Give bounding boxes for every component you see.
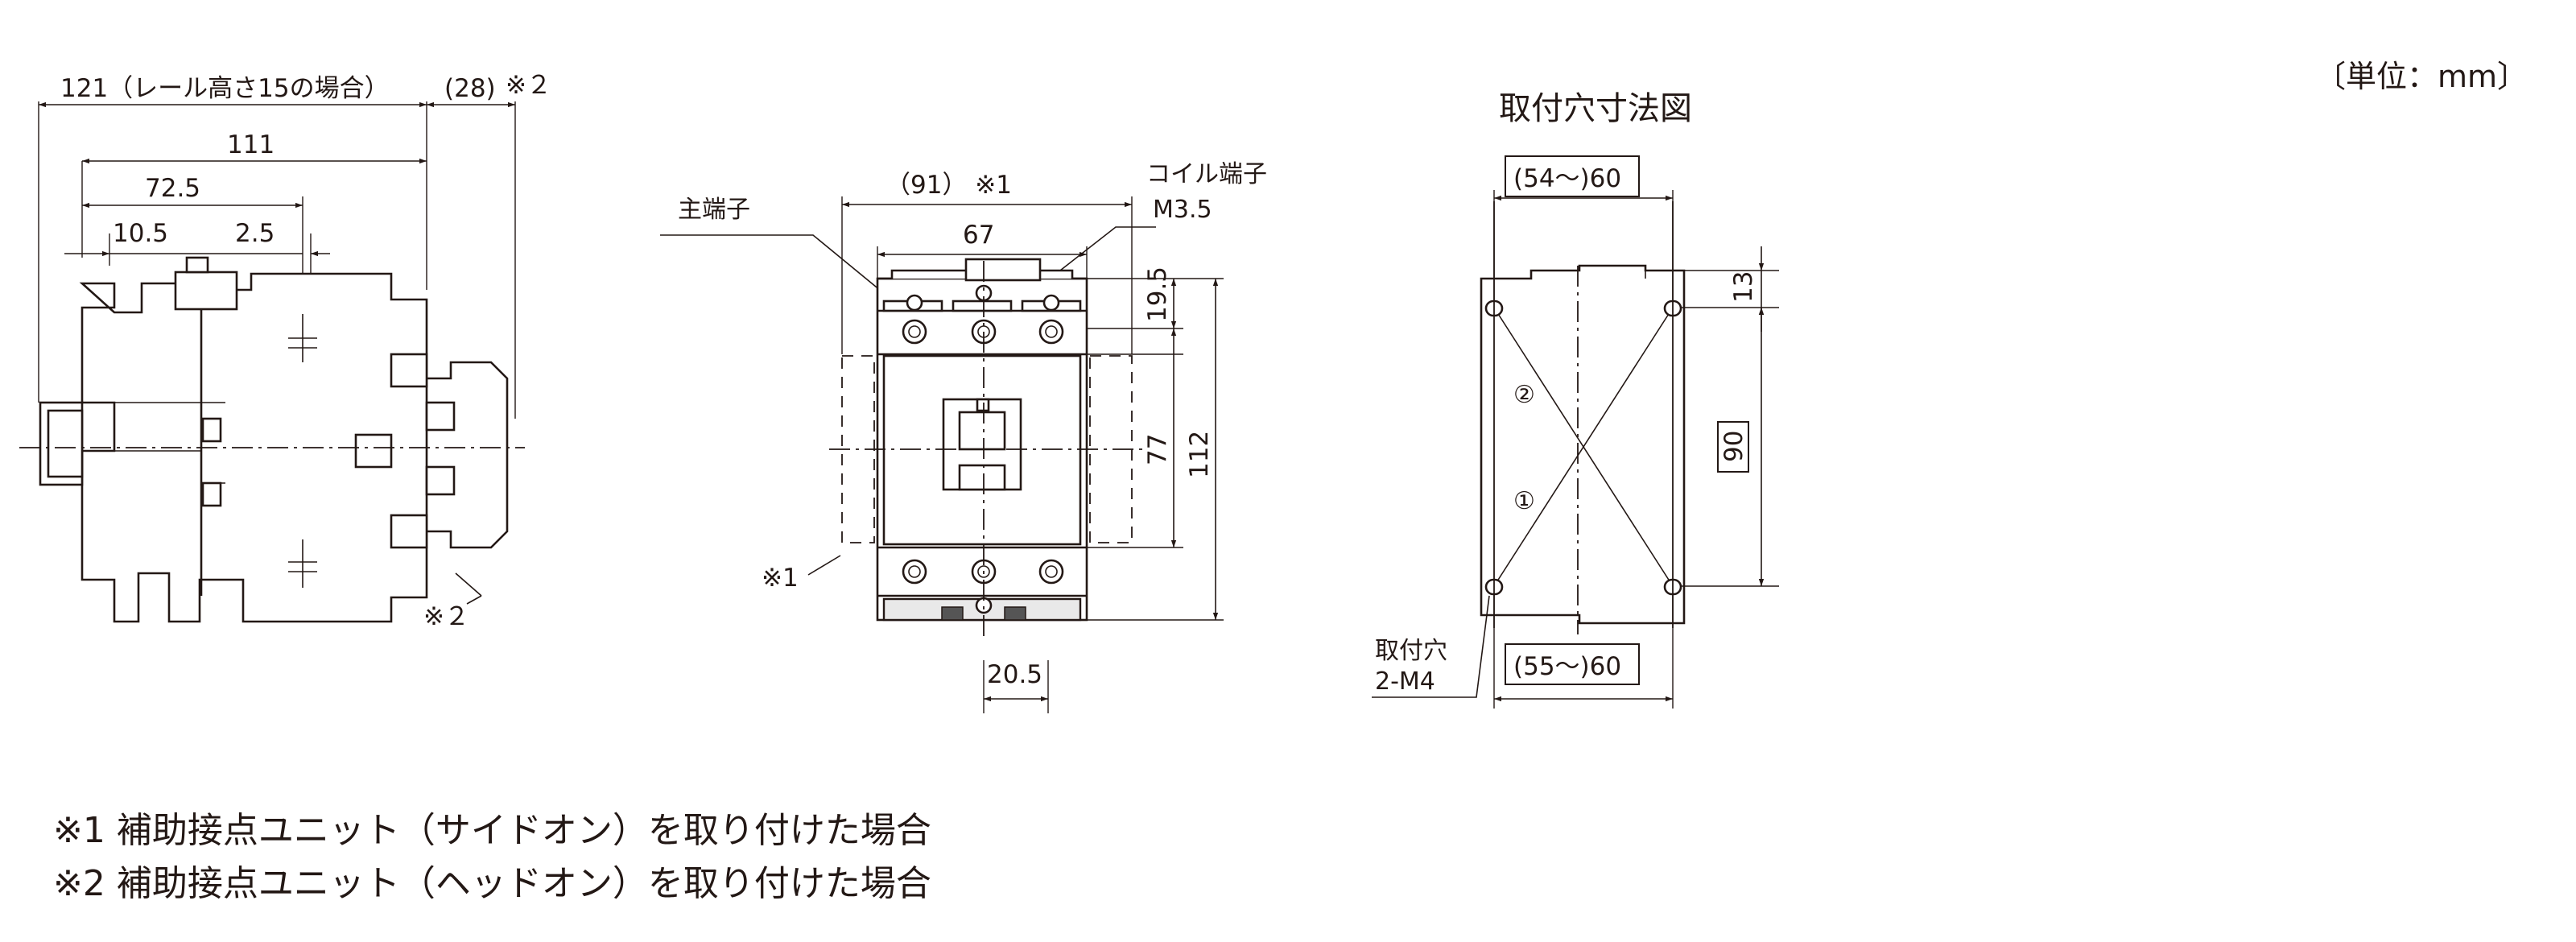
front-view: （91） ※1 67 20.5 19.5 77 112 主端子 コイル端子 M3… <box>660 160 1267 713</box>
dim-72-5: 72.5 <box>145 174 200 203</box>
dim-121: 121（レール高さ15の場合） <box>60 74 390 103</box>
dim-111: 111 <box>227 130 275 159</box>
circle-1: ① <box>1513 487 1535 515</box>
dim-13: 13 <box>1729 271 1758 303</box>
mount-title: 取付穴寸法図 <box>1499 90 1692 127</box>
dim-28: (28) <box>444 74 496 103</box>
note-1: ※1 補助接点ユニット（サイドオン）を取り付けた場合 <box>53 810 931 851</box>
label-coil-terminal: コイル端子 <box>1146 160 1267 188</box>
circle-2: ② <box>1513 381 1535 409</box>
dim-10-5: 10.5 <box>113 219 168 248</box>
terminal-screws <box>902 284 1064 614</box>
label-m3-5: M3.5 <box>1153 196 1212 224</box>
dim-90: 90 <box>1719 431 1748 462</box>
mark-1: ※1 <box>762 564 799 593</box>
label-main-terminal: 主端子 <box>678 196 750 224</box>
dim-2-5: 2.5 <box>235 219 275 248</box>
mark-2-bottom: ※２ <box>423 602 469 631</box>
label-hole: 取付穴 <box>1375 637 1447 665</box>
dim-112: 112 <box>1185 431 1214 478</box>
mount-view: (54〜)60 (55〜)60 13 90 ② ① 取付穴 2-M4 <box>1372 155 1779 709</box>
dim-19-5: 19.5 <box>1143 266 1172 322</box>
dim-54-60: (54〜)60 <box>1513 164 1621 193</box>
dim-55-60: (55〜)60 <box>1513 652 1621 681</box>
dim-77: 77 <box>1143 434 1172 465</box>
notes: ※1 補助接点ユニット（サイドオン）を取り付けた場合 ※2 補助接点ユニット（ヘ… <box>53 810 931 904</box>
note-2: ※2 補助接点ユニット（ヘッドオン）を取り付けた場合 <box>53 863 931 904</box>
dim-20-5: 20.5 <box>987 660 1042 689</box>
mark-2-top: ※２ <box>506 71 551 100</box>
dim-67: 67 <box>963 221 994 250</box>
label-2m4: 2-M4 <box>1375 667 1435 696</box>
dim-91: （91） ※1 <box>886 171 1012 200</box>
side-view: 121（レール高さ15の場合） (28) ※２ 111 72.5 10.5 2.… <box>19 71 551 631</box>
unit-label: 〔単位：mm〕 <box>2315 59 2528 94</box>
